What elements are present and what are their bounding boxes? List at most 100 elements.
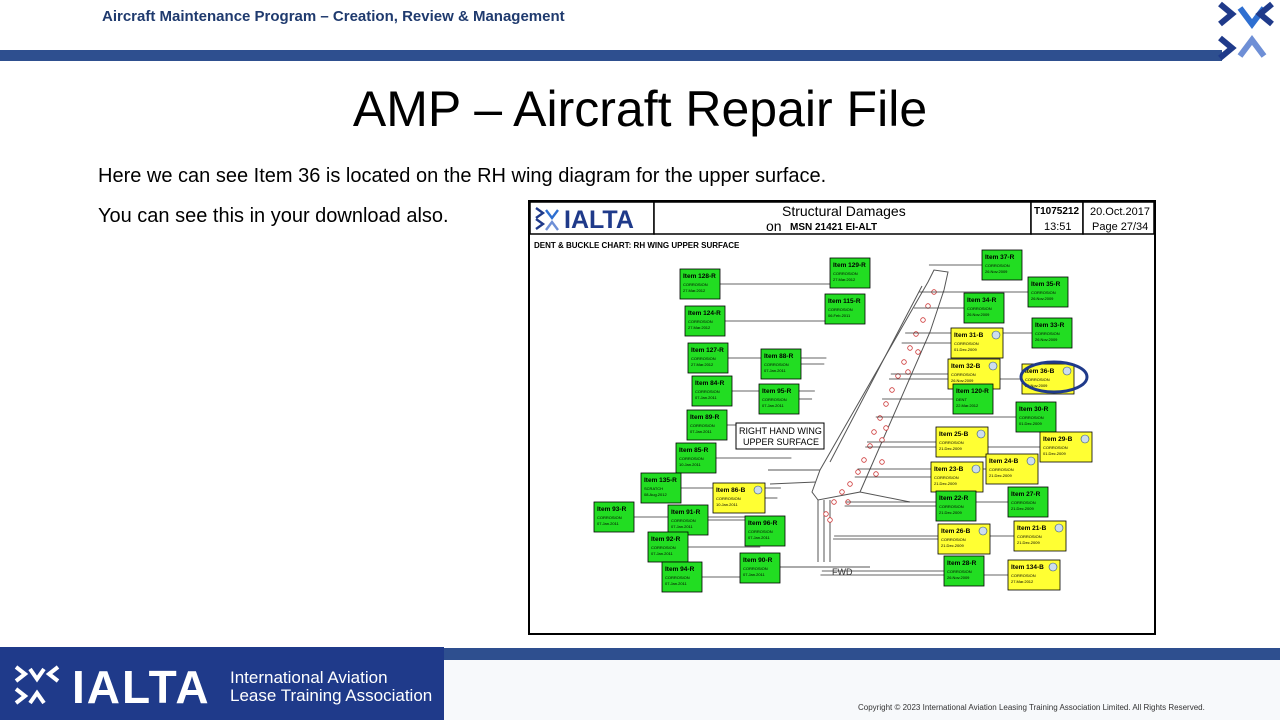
- program-title: Aircraft Maintenance Program – Creation,…: [102, 8, 565, 25]
- doc-logo-text: IALTA: [564, 206, 634, 234]
- damage-item-type: CORROSION: [764, 362, 789, 367]
- damage-item-date: 26.Nov.2009: [947, 575, 970, 580]
- damage-item-type: CORROSION: [985, 263, 1010, 268]
- damage-item-id: Item 129-R: [833, 262, 866, 269]
- globe-icon: [1048, 562, 1058, 572]
- damage-item-box: [675, 442, 717, 474]
- damage-item-id: Item 36-B: [1025, 368, 1055, 375]
- damage-item-box: [935, 490, 977, 522]
- damage-item-date: 07.Jan.2011: [597, 521, 619, 526]
- damage-item-type: CORROSION: [989, 467, 1014, 472]
- doc-date: 20.Oct.2017: [1090, 206, 1150, 218]
- damage-item-date: 07.Jan.2011: [762, 403, 784, 408]
- bottom-divider: [444, 648, 1280, 660]
- damage-item-id: Item 120-R: [956, 388, 989, 395]
- ialta-footer-icon: [14, 665, 60, 705]
- damage-item-id: Item 21-B: [1017, 525, 1047, 532]
- doc-msn: MSN 21421 EI-ALT: [790, 222, 877, 233]
- damage-item-id: Item 124-R: [688, 310, 721, 317]
- damage-item-date: 07.Jan.2011: [690, 429, 712, 434]
- damage-item-type: CORROSION: [671, 518, 696, 523]
- fwd-label: FWD: [832, 567, 853, 577]
- damage-item-type: CORROSION: [597, 515, 622, 520]
- damage-item-id: Item 28-R: [947, 560, 977, 567]
- damage-item-id: Item 37-R: [985, 254, 1015, 261]
- globe-icon: [753, 485, 763, 495]
- footer-org-line-1: International Aviation: [230, 668, 388, 687]
- damage-item-type: CORROSION: [748, 529, 773, 534]
- globe-icon: [1026, 456, 1036, 466]
- damage-item-type: CORROSION: [690, 423, 715, 428]
- slide-title: AMP – Aircraft Repair File: [352, 81, 928, 137]
- damage-item-date: 27.Mar.2012: [683, 288, 706, 293]
- repair-file-document: IALTA Structural Damages on MSN 21421 EI…: [528, 200, 1156, 635]
- damage-marker: [889, 387, 895, 393]
- damage-item-id: Item 94-R: [665, 566, 695, 573]
- damage-item-id: Item 24-B: [989, 458, 1019, 465]
- damage-item-type: CORROSION: [651, 545, 676, 550]
- damage-item-date: 22.Mar.2012: [956, 403, 979, 408]
- globe-icon: [988, 361, 998, 371]
- globe-icon: [971, 464, 981, 474]
- damage-item-box: [691, 375, 733, 407]
- damage-marker: [823, 511, 829, 517]
- damage-item-type: CORROSION: [939, 440, 964, 445]
- damage-item-date: 07.Jan.2011: [651, 551, 673, 556]
- footer-logo: IALTA International Aviation Lease Train…: [0, 647, 444, 720]
- damage-markers: [823, 289, 937, 523]
- damage-marker: [855, 469, 861, 475]
- footer-org-name: International Aviation Lease Training As…: [230, 669, 432, 705]
- damage-item-id: Item 86-B: [716, 487, 746, 494]
- damage-item-date: 08.Aug.2012: [644, 492, 667, 497]
- damage-marker: [861, 457, 867, 463]
- damage-item-id: Item 115-R: [828, 298, 861, 305]
- damage-item-box: [829, 257, 871, 289]
- damage-item-id: Item 89-R: [690, 414, 720, 421]
- damage-item-type: CORROSION: [688, 319, 713, 324]
- damage-item-id: Item 134-B: [1011, 564, 1044, 571]
- doc-time: 13:51: [1044, 221, 1072, 233]
- damage-item-id: Item 91-R: [671, 509, 701, 516]
- damage-item-box: [943, 555, 985, 587]
- damage-item-box: [1015, 401, 1057, 433]
- copyright: Copyright © 2023 International Aviation …: [858, 703, 1205, 712]
- damage-item-id: Item 88-R: [764, 353, 794, 360]
- damage-marker: [920, 317, 926, 323]
- globe-icon: [976, 429, 986, 439]
- damage-item-id: Item 90-R: [743, 557, 773, 564]
- damage-item-date: 07.Jan.2011: [743, 572, 765, 577]
- damage-item-date: 07.Jan.2011: [671, 524, 693, 529]
- damage-item-date: 07.Jan.2011: [665, 581, 687, 586]
- damage-marker: [873, 471, 879, 477]
- damage-item-date: 10.Jan.2011: [716, 502, 738, 507]
- damage-item-date: 10.Jan.2011: [679, 462, 701, 467]
- damage-item-date: 26.Nov.2009: [1025, 383, 1048, 388]
- doc-logo-icon: [535, 207, 559, 231]
- damage-item-id: Item 35-R: [1031, 281, 1061, 288]
- damage-item-box: [687, 342, 729, 374]
- damage-marker: [913, 331, 919, 337]
- doc-heading: Structural Damages: [782, 203, 906, 219]
- damage-marker: [871, 429, 877, 435]
- damage-marker: [883, 425, 889, 431]
- damage-item-id: Item 85-R: [679, 447, 709, 454]
- damage-item-type: CORROSION: [695, 389, 720, 394]
- damage-marker: [839, 489, 845, 495]
- damage-item-date: 26.Nov.2009: [967, 312, 990, 317]
- damage-item-id: Item 127-R: [691, 347, 724, 354]
- damage-item-date: 26.Nov.2009: [1035, 337, 1058, 342]
- damage-marker: [867, 443, 873, 449]
